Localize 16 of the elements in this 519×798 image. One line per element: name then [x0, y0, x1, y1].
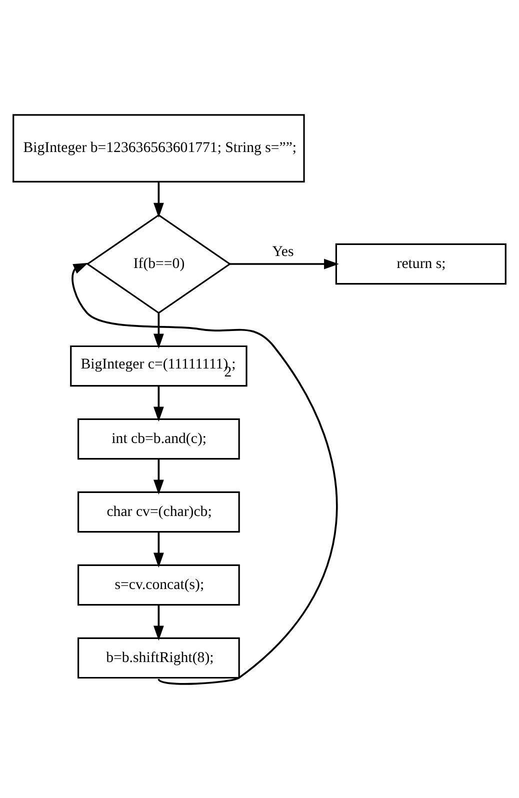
node-box: BigInteger b=123636563601771; String s=””;	[12, 114, 305, 182]
node-box: char cv=(char)cb;	[77, 490, 240, 532]
node-box: b=b.shiftRight(8);	[77, 636, 240, 678]
node-box: return s;	[335, 242, 506, 284]
node-box: int cb=b.and(c);	[77, 418, 240, 460]
arrow	[153, 386, 164, 422]
arrow	[72, 262, 338, 684]
node-diamond: If(b==0)	[86, 214, 232, 314]
edge-label: Yes	[272, 244, 294, 260]
arrow	[230, 258, 339, 269]
arrow	[153, 532, 164, 568]
node-box: s=cv.concat(s);	[77, 564, 240, 606]
arrow	[153, 312, 164, 348]
arrow	[153, 182, 164, 218]
arrow	[153, 458, 164, 494]
arrow	[153, 604, 164, 640]
